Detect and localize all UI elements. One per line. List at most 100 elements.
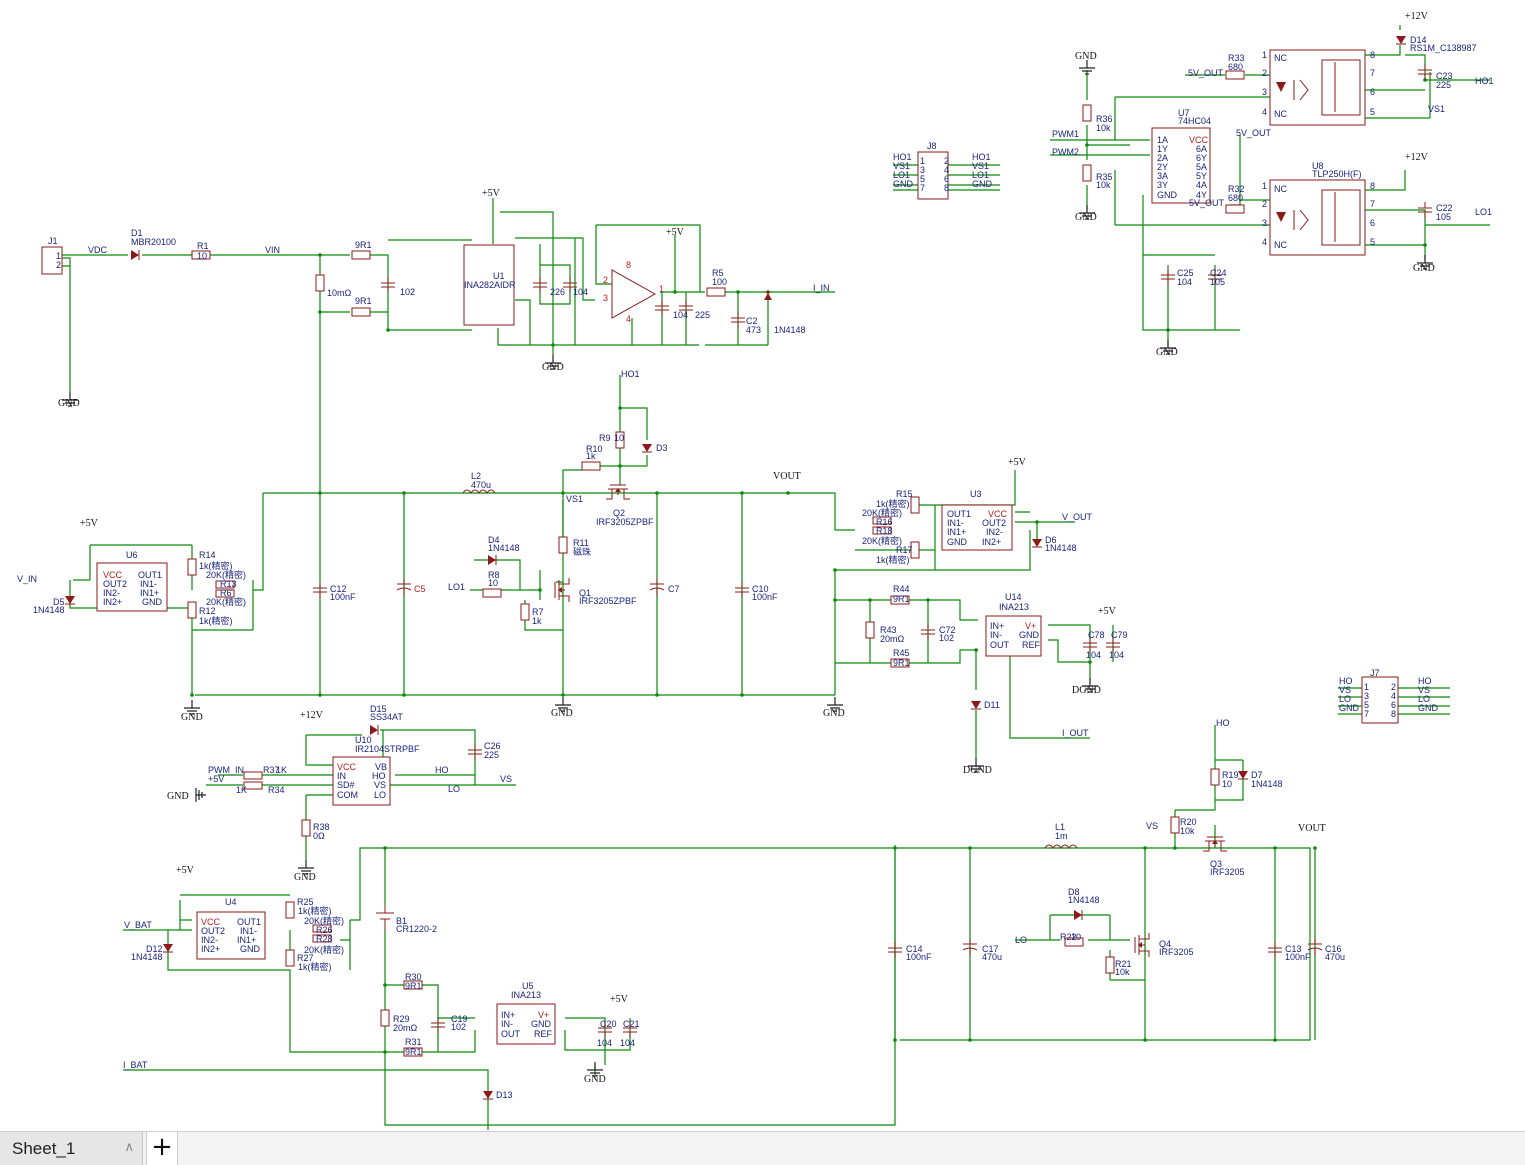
svg-text:8: 8 — [1370, 181, 1375, 191]
svg-text:C12: C12 — [330, 584, 347, 594]
components — [41, 36, 1433, 1100]
svg-text:1k(精密): 1k(精密) — [876, 554, 910, 565]
chip-u6 — [96, 562, 168, 612]
svg-text:R14: R14 — [199, 550, 216, 560]
svg-text:U5: U5 — [522, 981, 534, 991]
svg-text:104: 104 — [1177, 277, 1192, 287]
svg-text:4Y: 4Y — [1196, 190, 1207, 200]
svg-text:IN2-: IN2- — [103, 588, 120, 598]
svg-text:R22: R22 — [1060, 932, 1077, 942]
svg-text:GND: GND — [294, 872, 316, 883]
svg-text:VS1: VS1 — [566, 494, 583, 504]
svg-text:SD#: SD# — [337, 780, 355, 790]
svg-text:LO: LO — [1339, 694, 1351, 704]
svg-text:HO1: HO1 — [621, 369, 640, 379]
svg-text:VCC: VCC — [201, 917, 221, 927]
svg-text:D15: D15 — [370, 704, 387, 714]
svg-text:9R1: 9R1 — [355, 240, 372, 250]
svg-text:6: 6 — [1370, 218, 1375, 228]
svg-text:GND: GND — [542, 362, 564, 373]
svg-text:20K(精密): 20K(精密) — [206, 569, 246, 580]
svg-text:+12V: +12V — [1405, 152, 1429, 163]
svg-text:V_IN: V_IN — [17, 574, 37, 584]
svg-text:D11: D11 — [984, 700, 1000, 710]
svg-text:10: 10 — [488, 578, 498, 588]
svg-text:+5V: +5V — [666, 227, 685, 238]
svg-text:OUT2: OUT2 — [201, 926, 225, 936]
svg-text:1: 1 — [1364, 682, 1369, 692]
opamp — [611, 269, 657, 319]
svg-text:J7: J7 — [1370, 668, 1380, 678]
svg-text:Q2: Q2 — [613, 508, 625, 518]
svg-text:V_BAT: V_BAT — [124, 920, 152, 930]
svg-text:2: 2 — [1262, 199, 1267, 209]
svg-text:10k: 10k — [1115, 967, 1130, 977]
svg-text:+12V: +12V — [1405, 11, 1429, 22]
svg-text:D3: D3 — [656, 443, 668, 453]
svg-text:R33: R33 — [1228, 53, 1245, 63]
svg-text:1N4148: 1N4148 — [1251, 779, 1283, 789]
svg-text:9R1: 9R1 — [893, 658, 910, 668]
svg-text:7: 7 — [1364, 709, 1369, 719]
svg-text:100nF: 100nF — [330, 592, 356, 602]
svg-text:+5V: +5V — [610, 994, 629, 1005]
svg-text:3: 3 — [1262, 218, 1267, 228]
svg-text:6: 6 — [1370, 87, 1375, 97]
svg-text:R35: R35 — [1096, 172, 1113, 182]
svg-text:LO1: LO1 — [448, 582, 465, 592]
add-sheet-button[interactable]: + — [146, 1132, 178, 1165]
svg-text:VS: VS — [500, 774, 512, 784]
svg-text:PWM1: PWM1 — [1052, 129, 1079, 139]
labels: J1 12 GND VDC D1 MBR20100 R1 10 VIN 9R1 … — [17, 11, 1494, 1155]
svg-text:VB: VB — [375, 762, 387, 772]
chip-u3 — [941, 504, 1013, 551]
svg-text:+5V: +5V — [176, 865, 195, 876]
svg-text:R32: R32 — [1228, 184, 1245, 194]
svg-text:VCC: VCC — [988, 509, 1008, 519]
svg-text:HO: HO — [372, 771, 386, 781]
svg-text:GND: GND — [1156, 347, 1178, 358]
svg-text:OUT: OUT — [990, 640, 1010, 650]
svg-text:IN2-: IN2- — [201, 935, 218, 945]
svg-text:HO1: HO1 — [1475, 76, 1494, 86]
svg-text:1: 1 — [920, 156, 925, 166]
svg-text:8: 8 — [1370, 50, 1375, 60]
chip-u10 — [332, 756, 391, 806]
svg-text:NC: NC — [1274, 53, 1287, 63]
svg-text:10: 10 — [197, 251, 207, 261]
svg-text:+5V: +5V — [208, 774, 224, 784]
svg-text:I_BAT: I_BAT — [123, 1060, 148, 1070]
svg-text:100nF: 100nF — [906, 952, 932, 962]
svg-text:C23: C23 — [1436, 71, 1453, 81]
connector-j1 — [41, 246, 63, 275]
svg-text:C20: C20 — [600, 1019, 617, 1029]
svg-text:2A: 2A — [1157, 153, 1168, 163]
svg-text:C19: C19 — [451, 1014, 468, 1024]
svg-text:R38: R38 — [313, 822, 330, 832]
svg-text:5: 5 — [1364, 700, 1369, 710]
svg-text:C26: C26 — [484, 741, 501, 751]
svg-text:1k(精密): 1k(精密) — [298, 961, 332, 972]
svg-text:2: 2 — [603, 275, 608, 285]
svg-text:DGND: DGND — [963, 765, 992, 776]
svg-text:C16: C16 — [1325, 944, 1342, 954]
svg-text:9R1: 9R1 — [355, 296, 372, 306]
sheet-tab-label: Sheet_1 — [12, 1138, 76, 1158]
svg-text:PWM2: PWM2 — [1052, 147, 1079, 157]
svg-text:VOUT: VOUT — [773, 471, 801, 482]
svg-text:1k(精密): 1k(精密) — [876, 498, 910, 509]
svg-text:VS: VS — [1146, 821, 1158, 831]
svg-text:6: 6 — [1391, 700, 1396, 710]
svg-text:R7: R7 — [532, 607, 544, 617]
svg-text:HO1: HO1 — [893, 152, 912, 162]
svg-text:225: 225 — [484, 750, 499, 760]
svg-text:GND: GND — [947, 537, 968, 547]
svg-text:8: 8 — [944, 183, 949, 193]
svg-text:INA213: INA213 — [999, 602, 1029, 612]
svg-text:R18: R18 — [876, 526, 893, 536]
sheet-tab[interactable]: Sheet_1 ∧ — [0, 1132, 143, 1165]
svg-text:D4: D4 — [488, 535, 500, 545]
svg-text:VCC: VCC — [337, 762, 357, 772]
chevron-up-icon[interactable]: ∧ — [124, 1139, 134, 1154]
